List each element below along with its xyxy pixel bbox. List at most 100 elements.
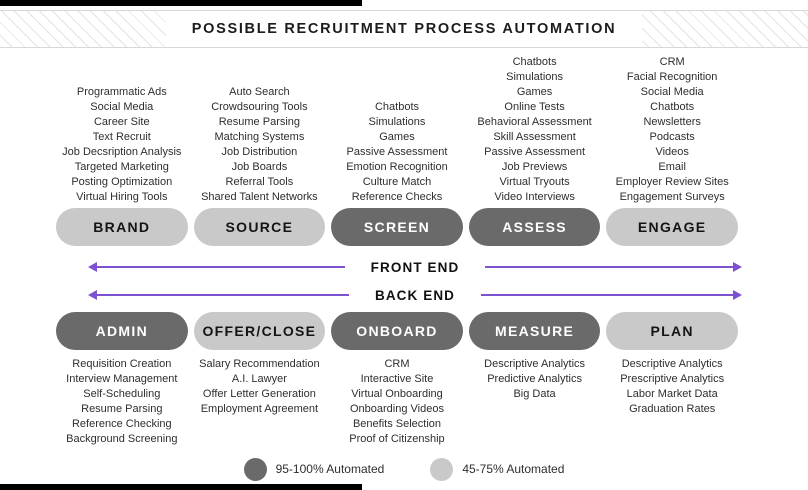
arrow-left-icon [88, 262, 97, 272]
list-item: Chatbots [374, 101, 419, 113]
list-item: Resume Parsing [218, 116, 301, 128]
list-item: Video Interviews [494, 191, 575, 203]
list-item: Email [658, 161, 686, 173]
legend-circle-icon [430, 457, 454, 481]
list-item: Virtual Hiring Tools [76, 191, 168, 203]
arrow-right-icon [733, 290, 742, 300]
list-item: Employment Agreement [200, 403, 319, 415]
stage-pill-assess: ASSESS [468, 208, 601, 246]
stage-pill-admin: ADMIN [56, 312, 188, 350]
list-item: Matching Systems [214, 131, 305, 143]
list-item: Self-Scheduling [83, 388, 161, 400]
list-item: Podcasts [649, 131, 695, 143]
list-item: Descriptive Analytics [621, 358, 723, 370]
list-item: Offer Letter Generation [202, 388, 316, 400]
list-item: Job Boards [231, 161, 288, 173]
list-item: Onboarding Videos [349, 403, 444, 415]
top-edge-bar [0, 0, 362, 6]
legend-label: 45-75% Automated [462, 462, 565, 476]
list-item: Career Site [93, 116, 150, 128]
stage-pill-offer-close: OFFER/CLOSE [193, 312, 326, 350]
list-item: Graduation Rates [629, 403, 716, 415]
list-item: Background Screening [66, 433, 178, 445]
list-item: Referral Tools [225, 176, 294, 188]
arrow-right-icon [733, 262, 742, 272]
arrow-line [485, 266, 733, 268]
list-item: Targeted Marketing [74, 161, 169, 173]
back-end-label: BACK END [374, 287, 456, 303]
list-item: Newsletters [643, 116, 701, 128]
list-item: Interactive Site [360, 373, 434, 385]
header-band: POSSIBLE RECRUITMENT PROCESS AUTOMATION [0, 10, 808, 48]
list-item: Games [516, 86, 553, 98]
list-item: Emotion Recognition [346, 161, 448, 173]
list-item: CRM [659, 56, 685, 68]
list-item: Culture Match [362, 176, 432, 188]
back-end-axis: BACK END [88, 287, 742, 303]
list-item: Proof of Citizenship [349, 433, 445, 445]
legend-label: 95-100% Automated [275, 462, 385, 476]
list-item: Social Media [90, 101, 154, 113]
list-item: Reference Checks [351, 191, 443, 203]
bottom-edge-bar [0, 484, 362, 490]
list-item: Simulations [368, 116, 426, 128]
list-item: A.I. Lawyer [231, 373, 287, 385]
list-item: Descriptive Analytics [484, 358, 586, 370]
list-item: Videos [655, 146, 689, 158]
list-item: CRM [384, 358, 410, 370]
list-item: Facial Recognition [626, 71, 718, 83]
list-item: Prescriptive Analytics [620, 373, 725, 385]
list-item: Salary Recommendation [199, 358, 320, 370]
stage-pill-onboard: ONBOARD [331, 312, 463, 350]
list-item: Predictive Analytics [487, 373, 582, 385]
title-box: POSSIBLE RECRUITMENT PROCESS AUTOMATION [165, 11, 643, 47]
list-item: Text Recruit [92, 131, 151, 143]
list-item: Games [379, 131, 415, 143]
list-item: Crowdsouring Tools [211, 101, 308, 113]
legend-entry-95-100-automated: 95-100% Automated [243, 457, 385, 481]
stage-pill-source: SOURCE [193, 208, 326, 246]
list-item: Interview Management [66, 373, 178, 385]
list-item: Labor Market Data [626, 388, 718, 400]
stage-pill-plan: PLAN [606, 312, 738, 350]
list-item: Shared Talent Networks [201, 191, 318, 203]
list-item: Auto Search [229, 86, 290, 98]
list-item: Requisition Creation [72, 358, 172, 370]
list-item: Skill Assessment [493, 131, 576, 143]
list-item: Simulations [506, 71, 563, 83]
list-item: Chatbots [512, 56, 557, 68]
stage-pill-measure: MEASURE [468, 312, 601, 350]
automation-legend: 95-100% Automated 45-75% Automated [0, 456, 808, 482]
list-item: Resume Parsing [81, 403, 163, 415]
list-item: Posting Optimization [71, 176, 173, 188]
arrow-left-icon [88, 290, 97, 300]
list-item: Passive Assessment [346, 146, 448, 158]
list-item: Job Decsription Analysis [62, 146, 182, 158]
page-title: POSSIBLE RECRUITMENT PROCESS AUTOMATION [191, 21, 617, 37]
list-item: Virtual Onboarding [351, 388, 443, 400]
arrow-line [97, 266, 345, 268]
arrow-line [97, 294, 349, 296]
list-item: Passive Assessment [484, 146, 586, 158]
list-item: Social Media [640, 86, 704, 98]
stage-pill-brand: BRAND [56, 208, 188, 246]
arrow-line [481, 294, 733, 296]
stage-pill-screen: SCREEN [331, 208, 463, 246]
list-item: Virtual Tryouts [499, 176, 570, 188]
list-item: Employer Review Sites [615, 176, 729, 188]
list-item: Benefits Selection [352, 418, 442, 430]
list-item: Big Data [513, 388, 556, 400]
